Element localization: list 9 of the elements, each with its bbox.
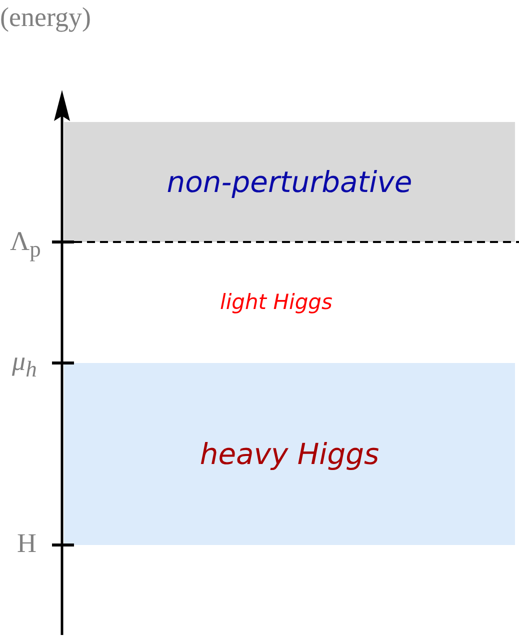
scale-label: Λ$_{p}$: [10, 228, 41, 261]
band-label: heavy Higgs: [200, 437, 380, 471]
band-label: non-perturbative: [166, 165, 412, 199]
region-label: light Higgs: [220, 292, 332, 313]
shaded-band: [64, 363, 515, 545]
shaded-band: [64, 122, 515, 242]
axis-title: (energy): [0, 4, 91, 31]
scale-label: μ$_{h}$: [12, 348, 37, 381]
scale-label: H: [17, 530, 36, 557]
